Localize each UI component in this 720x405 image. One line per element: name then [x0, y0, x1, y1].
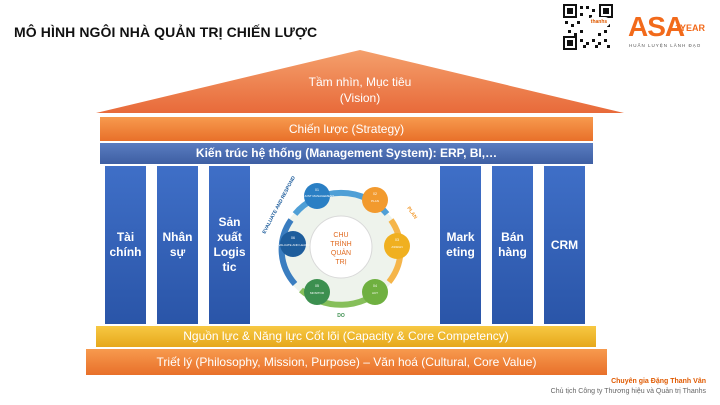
pillar-marketing: Mark eting: [440, 166, 481, 324]
svg-text:MONITOR: MONITOR: [310, 291, 325, 295]
cycle-center-line: QUẢN: [331, 248, 351, 257]
capacity-band: Nguồn lực & Năng lực Cốt lõi (Capacity &…: [96, 326, 596, 347]
pillar-label-line: chính: [109, 245, 142, 259]
pillar-label-line: Logis: [213, 245, 246, 259]
cycle-node-assign: 03 ASSIGN: [384, 233, 410, 259]
footer-role: Chủ tịch Công ty Thương hiệu và Quản trị…: [550, 388, 706, 395]
svg-text:02: 02: [373, 192, 377, 196]
pillar-crm: CRM: [544, 166, 585, 324]
pillar-sales: Bán hàng: [492, 166, 533, 324]
vision-line-1: Tầm nhìn, Mục tiêu: [308, 75, 412, 89]
vision-label: Tầm nhìn, Mục tiêu (Vision): [250, 74, 470, 106]
pillar-label-line: Tài: [116, 230, 135, 244]
pillar-label-line: hàng: [498, 245, 527, 259]
cycle-center-line: CHU: [333, 232, 348, 239]
pillar-label-line: tic: [222, 260, 237, 274]
svg-text:PLAN: PLAN: [371, 199, 379, 203]
qr-label: thanhs: [588, 17, 610, 27]
cycle-node-adjust: 01 ADJUST MANAGEMENT: [300, 183, 334, 209]
cycle-node-evaluate: 06 EVALUATE AND LEARN: [276, 231, 310, 257]
logo-sup: 1YEAR: [675, 23, 706, 33]
cycle-node-plan: 02 PLAN: [362, 187, 388, 213]
cycle-center: [309, 215, 373, 279]
svg-text:01: 01: [315, 188, 319, 192]
cycle-node-monitor: 05 MONITOR: [304, 279, 330, 305]
svg-text:ADJUST MANAGEMENT: ADJUST MANAGEMENT: [300, 194, 334, 198]
pillar-label-line: xuất: [217, 230, 242, 244]
pillar-hr: Nhân sự: [157, 166, 198, 324]
svg-text:05: 05: [315, 284, 319, 288]
pillar-production-logistics: Sản xuất Logis tic: [209, 166, 250, 324]
pillar-label-line: Sản: [218, 215, 241, 229]
pillar-label-line: eting: [446, 245, 475, 259]
logo-main: ASA: [628, 11, 685, 42]
cycle-arc-left: [278, 218, 298, 286]
qr-code: [562, 3, 614, 51]
cycle-center-line: TRÌNH: [330, 239, 351, 248]
management-cycle-diagram: CHU TRÌNH QUẢN TRỊ 01 ADJUST MANAGEMENT …: [261, 175, 418, 319]
svg-text:06: 06: [291, 236, 295, 240]
svg-text:EVALUATE AND LEARN: EVALUATE AND LEARN: [276, 243, 309, 247]
pillar-label-line: sự: [169, 245, 186, 259]
svg-text:04: 04: [373, 284, 377, 288]
strategy-band: Chiến lược (Strategy): [100, 117, 593, 141]
philosophy-band: Triết lý (Philosophy, Mission, Purpose) …: [86, 349, 607, 375]
management-system-band: Kiến trúc hệ thống (Management System): …: [100, 143, 593, 164]
cycle-node-act: 04 ACT: [362, 279, 388, 305]
cycle-center-line: TRỊ: [335, 259, 346, 266]
asa-logo: ASA 1YEAR HUẤN LUYỆN LÃNH ĐẠO: [628, 12, 712, 52]
pillar-label-line: Mark: [446, 230, 475, 244]
page-title: MÔ HÌNH NGÔI NHÀ QUẢN TRỊ CHIẾN LƯỢC: [14, 24, 318, 40]
cycle-label-do: DO: [337, 313, 345, 319]
svg-text:ASSIGN: ASSIGN: [391, 245, 402, 249]
logo-tagline: HUẤN LUYỆN LÃNH ĐẠO: [629, 43, 702, 48]
pillar-label-line: Nhân: [162, 230, 193, 244]
vision-line-2: (Vision): [339, 91, 381, 105]
svg-text:ACT: ACT: [372, 291, 378, 295]
svg-text:03: 03: [395, 238, 399, 242]
cycle-label-plan: PLAN: [405, 206, 418, 221]
footer-author: Chuyên gia Đặng Thanh Vân: [611, 378, 706, 385]
pillar-finance: Tài chính: [105, 166, 146, 324]
pillar-label-line: Bán: [501, 230, 524, 244]
pillar-label-line: CRM: [550, 237, 579, 252]
